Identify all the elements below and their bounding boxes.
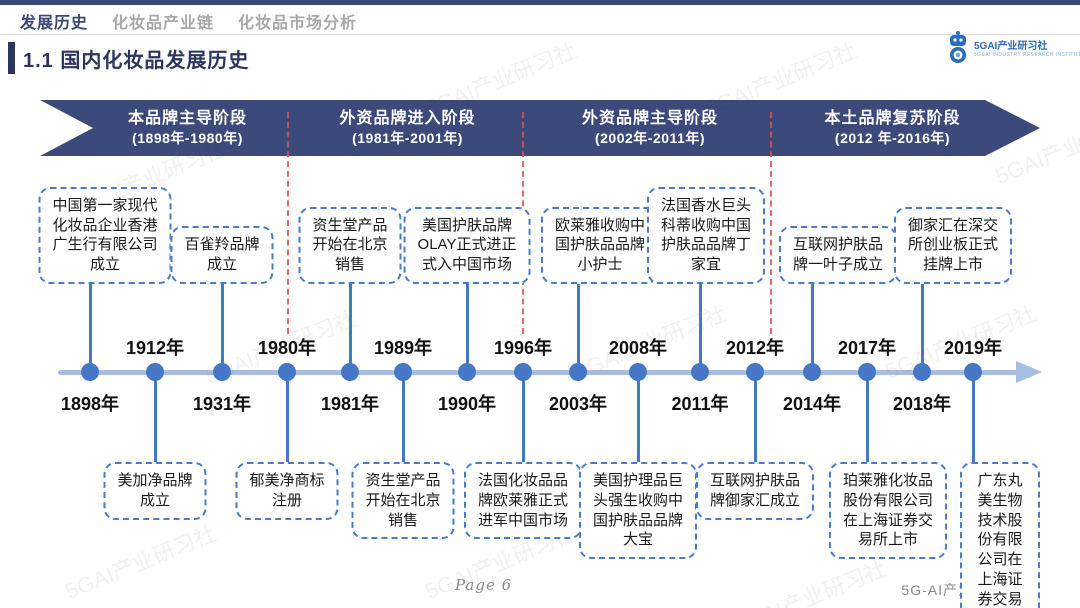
timeline-dot [629, 363, 647, 381]
top-nav: 发展历史 化妆品产业链 化妆品市场分析 [20, 9, 357, 33]
timeline-dot [394, 363, 412, 381]
event-box: 御家汇在深交 所创业板正式 挂牌上市 [893, 206, 1013, 284]
year-label: 2017年 [837, 338, 897, 358]
title-block: 1.1 国内化妆品发展历史 [8, 42, 249, 74]
timeline-stem [810, 284, 814, 372]
phase-separator-1 [287, 112, 289, 334]
watermark-text: 5GAI产业研习社 [731, 555, 890, 608]
brand-tagline: 5G&AI INDUSTRY RESEARCH INSTITUTE [974, 51, 1080, 58]
timeline-arrowhead-icon [1016, 361, 1042, 383]
event-box: 互联网护肤品 牌一叶子成立 [778, 226, 898, 284]
year-label: 2019年 [943, 338, 1003, 358]
phase-1: 本品牌主导阶段 (1898年-1980年) [40, 109, 290, 148]
timeline-stem [465, 284, 469, 372]
timeline-dot [213, 363, 231, 381]
event-box: 郁美净商标 注册 [235, 462, 339, 520]
watermark-text: 5GAI产业研习社 [61, 520, 220, 604]
timeline-stem [348, 284, 352, 372]
timeline-axis [58, 370, 1020, 375]
nav-item-development-history[interactable]: 发展历史 [20, 15, 89, 32]
phase-2-range: (1981年-2001年) [352, 130, 463, 147]
timeline-stem [576, 284, 580, 372]
timeline-stem [153, 372, 157, 462]
year-label: 1990年 [437, 394, 497, 414]
phase-4: 本土品牌复苏阶段 (2012 年-2016年) [775, 109, 1040, 148]
phase-3: 外资品牌主导阶段 (2002年-2011年) [525, 109, 775, 148]
brand-logo-text: 5GAI产业研习社 5G&AI INDUSTRY RESEARCH INSTIT… [974, 37, 1080, 58]
timeline-dot [146, 363, 164, 381]
event-box: 资生堂产品 开始在北京 销售 [298, 206, 402, 284]
top-accent-bar [0, 0, 1080, 5]
phase-1-name: 本品牌主导阶段 [127, 109, 247, 127]
timeline-dot [341, 363, 359, 381]
year-label: 2018年 [892, 394, 952, 414]
phase-1-range: (1898年-1980年) [132, 130, 243, 147]
timeline-dot [569, 363, 587, 381]
timeline-dot [803, 363, 821, 381]
timeline-stem [753, 372, 757, 462]
year-label: 1989年 [373, 338, 433, 358]
timeline-dot [691, 363, 709, 381]
phase-4-name: 本土品牌复苏阶段 [824, 109, 961, 127]
event-box: 美国护理品巨 头强生收购中 国护肤品品牌 大宝 [578, 462, 698, 560]
nav-item-market-analysis[interactable]: 化妆品市场分析 [238, 15, 358, 32]
phase-separator-3 [770, 112, 772, 334]
event-box: 美国护肤品牌 OLAY正式进正 式入中国市场 [403, 206, 531, 284]
year-label: 2012年 [725, 338, 785, 358]
event-box: 美加净品牌 成立 [103, 462, 207, 520]
timeline-stem [220, 284, 224, 372]
year-label: 1996年 [493, 338, 553, 358]
year-label: 2014年 [782, 394, 842, 414]
event-box: 法国化妆品品 牌欧莱雅正式 进军中国市场 [463, 462, 583, 540]
timeline-dot [458, 363, 476, 381]
phase-banner-arrow: 本品牌主导阶段 (1898年-1980年) 外资品牌进入阶段 (1981年-20… [40, 100, 1040, 156]
timeline-dot [514, 363, 532, 381]
phase-3-name: 外资品牌主导阶段 [581, 109, 718, 127]
year-label: 2011年 [671, 394, 729, 414]
timeline-stem [401, 372, 405, 462]
year-label: 1980年 [257, 338, 317, 358]
timeline-stem [285, 372, 289, 462]
timeline-stem [865, 372, 869, 462]
phase-3-range: (2002年-2011年) [594, 130, 705, 147]
timeline-dot [858, 363, 876, 381]
phase-2: 外资品牌进入阶段 (1981年-2001年) [290, 109, 525, 148]
timeline-dot [81, 363, 99, 381]
timeline-dot [913, 363, 931, 381]
timeline-dot [278, 363, 296, 381]
year-label: 1931年 [192, 394, 252, 414]
event-box: 资生堂产品 开始在北京 销售 [351, 462, 455, 540]
timeline-stem [920, 284, 924, 372]
page-number: Page 6 [455, 576, 513, 594]
timeline-stem [698, 284, 702, 372]
timeline-stem [521, 372, 525, 462]
event-box: 互联网护肤品 牌御家汇成立 [695, 462, 815, 520]
year-label: 1912年 [125, 338, 185, 358]
timeline-stem [971, 372, 975, 462]
timeline-stem [636, 372, 640, 462]
timeline-stem [88, 284, 92, 372]
nav-item-industry-chain[interactable]: 化妆品产业链 [112, 15, 215, 32]
nav-divider [0, 34, 1080, 35]
title-accent-bar [8, 42, 15, 74]
event-box: 珀莱雅化妆品 股份有限公司 在上海证券交 易所上市 [828, 462, 948, 560]
year-label: 1898年 [60, 394, 120, 414]
event-box: 百雀羚品牌 成立 [170, 226, 274, 284]
phase-2-name: 外资品牌进入阶段 [339, 109, 476, 127]
event-box: 中国第一家现代 化妆品企业香港 广生行有限公司 成立 [38, 186, 172, 284]
event-box: 欧莱雅收购中 国护肤品品牌 小护士 [540, 206, 660, 284]
phase-4-range: (2012 年-2016年) [834, 130, 951, 147]
year-label: 2008年 [608, 338, 668, 358]
page-title: 1.1 国内化妆品发展历史 [23, 49, 250, 72]
brand-name: 5GAI产业研习社 [974, 40, 1048, 52]
event-box: 法国香水巨头 科蒂收购中国 护肤品品牌丁 家宜 [646, 186, 766, 284]
timeline-dot [746, 363, 764, 381]
year-label: 1981年 [320, 394, 380, 414]
timeline-dot [964, 363, 982, 381]
year-label: 2003年 [548, 394, 608, 414]
robot-logo-icon [950, 31, 966, 63]
brand-logo: 5GAI产业研习社 5G&AI INDUSTRY RESEARCH INSTIT… [947, 30, 1080, 64]
